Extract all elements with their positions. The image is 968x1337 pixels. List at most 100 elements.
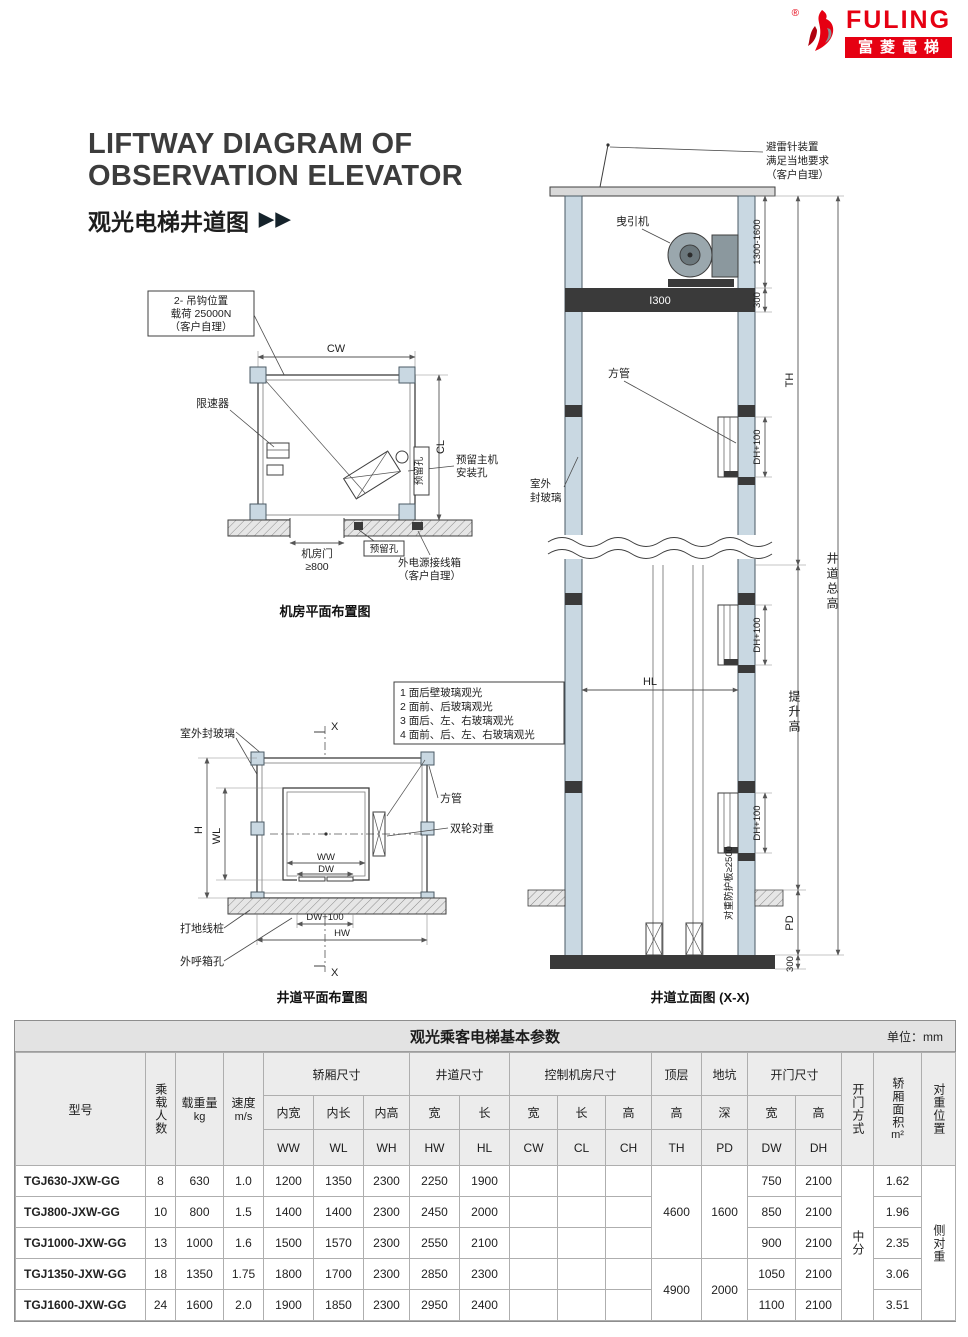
shaft-walls <box>564 195 756 966</box>
cell-cl-empty <box>557 1196 607 1228</box>
cell-wh: 2300 <box>362 1289 411 1321</box>
cell-dw: 1100 <box>747 1289 797 1321</box>
machine-room-slab <box>227 518 473 538</box>
total-height-label: 井道总高 <box>825 552 839 612</box>
code-hl: HL <box>459 1129 511 1166</box>
cell-ch-empty <box>605 1258 653 1290</box>
dimension-column-b: TH PD 300 <box>784 195 801 972</box>
subheader-door-height: 高 <box>795 1095 843 1130</box>
hl-dim-label: HL <box>643 676 657 688</box>
subheader-top-height: 高 <box>651 1095 703 1130</box>
group-header-shaft-size: 井道尺寸 <box>409 1052 511 1096</box>
cell-hl: 1900 <box>459 1165 511 1197</box>
pd-dim-label: PD <box>784 915 796 930</box>
cell-passengers: 18 <box>145 1258 176 1290</box>
machine-beam: I300 <box>582 288 738 312</box>
governor-label: 限速器 <box>196 397 229 410</box>
cell-ww: 1500 <box>263 1227 314 1259</box>
cell-cwt-position: 侧对重 <box>921 1165 957 1321</box>
code-ch: CH <box>605 1129 653 1166</box>
cell-dh: 2100 <box>795 1196 843 1228</box>
cell-ww: 1900 <box>263 1289 314 1321</box>
code-dh: DH <box>795 1129 843 1166</box>
cell-ww: 1200 <box>263 1165 314 1197</box>
reserved-hole-1-label: 预留孔 <box>413 456 425 485</box>
traction-machine: 曳引机 <box>616 214 739 287</box>
door-label-line1: 机房门 <box>301 547 333 560</box>
cell-passengers: 13 <box>145 1227 176 1259</box>
table-row: TGJ1600-JXW-GG 24 1600 2.0 1900 1850 230… <box>15 1289 956 1321</box>
ground-pile-label: 打地线桩 <box>180 921 224 935</box>
col-header-top-floor: 顶层 <box>651 1052 703 1096</box>
glass-note-4: 4 面前、后、左、右玻璃观光 <box>400 728 535 741</box>
col-header-passengers: 乘载人数 <box>145 1052 176 1166</box>
subheader-shaft-width: 宽 <box>409 1095 461 1130</box>
glass-label-line2: 封玻璃 <box>530 491 562 504</box>
hook-note-line2: 载荷 25000N <box>171 308 232 320</box>
front-slab <box>227 897 447 915</box>
landing-doors <box>717 416 739 854</box>
page-title-cn: 观光电梯井道图 <box>88 208 249 235</box>
reserved-main-line2: 安装孔 <box>456 466 488 479</box>
code-wl: WL <box>313 1129 364 1166</box>
outdoor-glass-callout: 室外封玻璃 <box>180 726 263 777</box>
cell-model: TGJ630-JXW-GG <box>15 1165 146 1197</box>
group-header-car-size: 轿厢尺寸 <box>262 1052 411 1096</box>
cell-wh: 2300 <box>362 1196 411 1228</box>
dim-300-top-label: 300 <box>752 292 763 308</box>
call-box-label: 外呼箱孔 <box>180 954 224 968</box>
call-box-callout: 外呼箱孔 <box>180 917 293 968</box>
outdoor-glass-callout-elev: 室外 封玻璃 <box>530 456 579 504</box>
cw-dimension: CW <box>257 343 416 367</box>
subheader-ctrl-length: 长 <box>557 1095 607 1130</box>
cell-wl: 1570 <box>313 1227 364 1259</box>
cell-hl: 2000 <box>459 1196 511 1228</box>
hl-dimension: HL <box>581 676 739 693</box>
lightning-label-line1: 避雷针装置 <box>766 140 819 153</box>
hook-note-line3: （客户自理） <box>170 320 233 333</box>
cell-area: 3.51 <box>873 1289 923 1321</box>
door-label-line2: ≥800 <box>305 561 328 573</box>
registered-mark: ® <box>791 8 799 19</box>
subheader-ctrl-height: 高 <box>605 1095 653 1130</box>
cell-wh: 2300 <box>362 1165 411 1197</box>
cell-cw-empty <box>509 1258 559 1290</box>
liftway-plan-caption: 井道平面布置图 <box>276 990 367 1005</box>
reserved-hole-2-label: 预留孔 <box>370 543 399 555</box>
cwt-guard-label: 对重防护板≥2500 <box>723 846 735 920</box>
cell-area: 1.62 <box>873 1165 923 1197</box>
beam-label: I300 <box>649 295 670 307</box>
cell-pd-merged: 1600 <box>701 1165 749 1259</box>
square-tube-label: 方管 <box>440 791 462 805</box>
group-header-control-room: 控制机房尺寸 <box>509 1052 653 1096</box>
cell-door-type: 中分 <box>841 1165 875 1321</box>
cell-ch-empty <box>605 1196 653 1228</box>
guides-and-buffers: 对重防护板≥2500 <box>645 565 735 956</box>
reserved-main-callout: 预留主机 安装孔 <box>407 453 498 479</box>
cell-wl: 1700 <box>313 1258 364 1290</box>
h-dim-label: H <box>193 826 205 834</box>
cwt-label: 双轮对重 <box>450 821 494 835</box>
flame-icon <box>807 10 834 51</box>
power-box-callout: 外电源接线箱 （客户自理） <box>398 530 461 582</box>
hw-dim-label: HW <box>334 928 350 939</box>
cell-speed: 1.75 <box>223 1258 264 1290</box>
code-wh: WH <box>362 1129 411 1166</box>
subheader-door-width: 宽 <box>747 1095 797 1130</box>
cell-speed: 2.0 <box>223 1289 264 1321</box>
section-x-top: X <box>331 721 339 733</box>
cell-ww: 1800 <box>263 1258 314 1290</box>
cw-dim-label: CW <box>327 343 346 355</box>
cell-ww: 1400 <box>263 1196 314 1228</box>
col-header-pit: 地坑 <box>701 1052 749 1096</box>
code-dw: DW <box>747 1129 797 1166</box>
table-unit: 单位：mm <box>887 1029 943 1044</box>
travel-height-label: 提升高 <box>787 690 801 735</box>
logo: ® FULING 富菱電梯 <box>792 8 952 58</box>
code-cl: CL <box>557 1129 607 1166</box>
top-slab <box>549 186 776 197</box>
cell-hw: 2850 <box>409 1258 461 1290</box>
cell-pd-merged: 2000 <box>701 1258 749 1321</box>
